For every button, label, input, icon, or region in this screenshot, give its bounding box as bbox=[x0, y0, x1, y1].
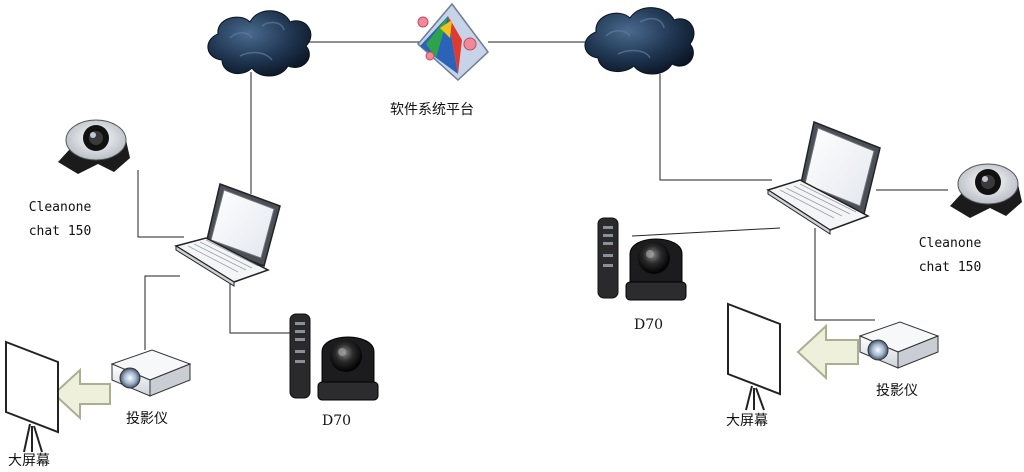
laptop-icon-right bbox=[766, 120, 881, 235]
left-speaker-label-line1: Cleanone bbox=[28, 200, 92, 215]
connection-lines bbox=[137, 41, 948, 350]
camera-icon-right bbox=[597, 217, 687, 301]
laptop-icon-left bbox=[174, 183, 281, 287]
projector-icon-right bbox=[858, 321, 940, 369]
left-camera-label: D70 bbox=[322, 413, 352, 429]
arrow-icon-right bbox=[796, 323, 859, 381]
platform-icon bbox=[416, 2, 490, 82]
projector-icon-left bbox=[110, 349, 192, 397]
right-speaker-label-line1: Cleanone bbox=[918, 236, 982, 251]
cloud-icon-right bbox=[584, 7, 695, 75]
screen-icon-right bbox=[727, 302, 781, 411]
speakerphone-icon-left bbox=[58, 119, 130, 174]
speakerphone-icon-right bbox=[950, 163, 1022, 218]
left-projector-label: 投影仪 bbox=[126, 411, 168, 427]
right-camera-label: D70 bbox=[634, 317, 664, 333]
right-speaker-label-line2: chat 150 bbox=[918, 260, 982, 275]
right-projector-label: 投影仪 bbox=[876, 383, 918, 399]
left-speaker-label-line2: chat 150 bbox=[28, 224, 92, 239]
left-speaker-label: Cleanone chat 150 bbox=[20, 196, 100, 244]
platform-label: 软件系统平台 bbox=[390, 102, 474, 118]
right-speaker-label: Cleanone chat 150 bbox=[910, 232, 990, 280]
arrow-icon-left bbox=[52, 367, 111, 421]
screen-icon-left bbox=[5, 340, 59, 453]
cloud-icon-left bbox=[207, 10, 312, 77]
camera-icon-left bbox=[289, 313, 379, 401]
left-screen-label: 大屏幕 bbox=[8, 453, 50, 469]
right-screen-label: 大屏幕 bbox=[726, 413, 768, 429]
